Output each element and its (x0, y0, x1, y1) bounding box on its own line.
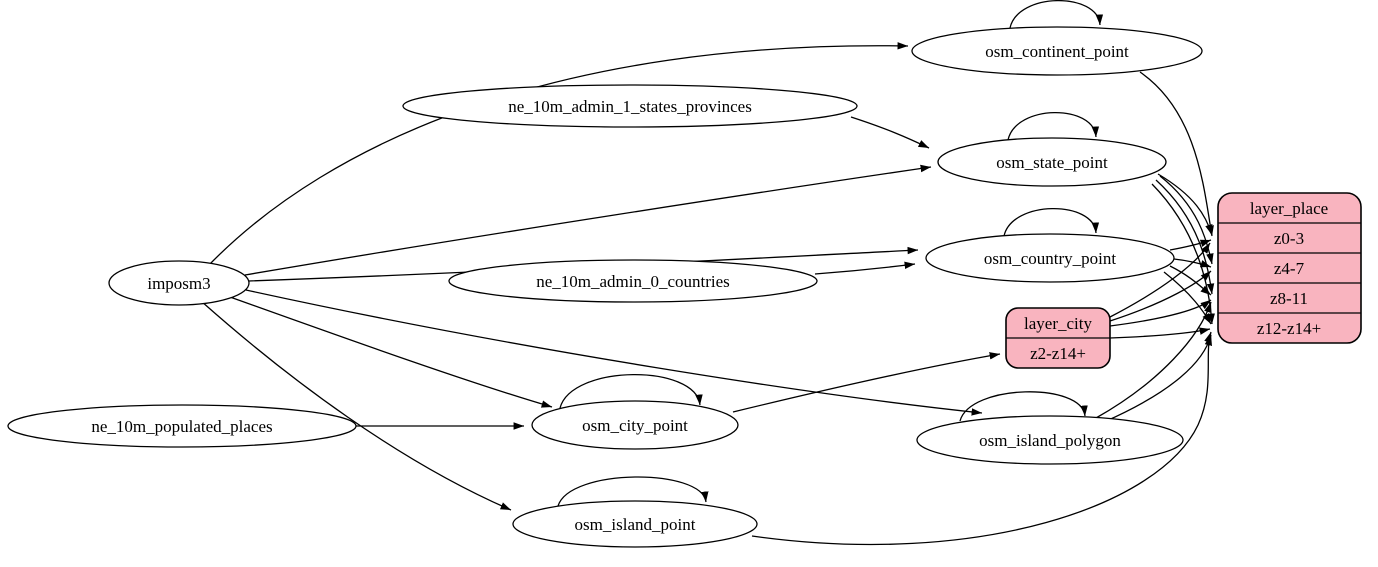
edge-imposm3-osm_city_point (229, 296, 553, 408)
node-ne_10m_admin_1_states_provinces: ne_10m_admin_1_states_provinces (402, 84, 858, 128)
node-osm_island_polygon: osm_island_polygon (916, 415, 1184, 465)
edge-osm_state_point-z4-7 (1159, 175, 1214, 265)
node-osm_continent_point: osm_continent_point (911, 26, 1203, 76)
node-ne_popplaces-label: ne_10m_populated_places (91, 417, 272, 436)
record-layer_place-row-z8-11: z8-11 (1270, 289, 1308, 308)
node-imposm3: imposm3 (108, 260, 250, 306)
record-layer_city-row-z2-z14: z2-z14+ (1030, 344, 1086, 363)
record-layer_city: layer_city z2-z14+ (1005, 307, 1111, 369)
record-layer_place: layer_place z0-3 z4-7 z8-11 z12-z14+ (1217, 192, 1362, 344)
edge-selfloop-osm_country_point (1003, 208, 1100, 237)
record-layer_place-row-z4-7: z4-7 (1274, 259, 1305, 278)
node-osm_city_point: osm_city_point (531, 400, 739, 450)
edge-osm_continent_point-z0-3 (1139, 71, 1214, 237)
node-imposm3-label: imposm3 (147, 274, 210, 293)
edge-layer_city-z12-z14 (1109, 327, 1211, 339)
edge-ne_admin0-osm_country_point (814, 261, 916, 275)
node-osm_island_point: osm_island_point (512, 500, 758, 548)
edge-osm_island_polygon-z8-11 (1095, 301, 1212, 419)
node-osm_country_point-label: osm_country_point (984, 249, 1116, 268)
node-ne_admin0-label: ne_10m_admin_0_countries (536, 272, 730, 291)
edge-osm_country_point-z4-7 (1173, 258, 1212, 268)
edge-selfloop-osm_continent_point (1009, 0, 1104, 29)
edge-layer_city-z8-11 (1109, 299, 1212, 327)
record-layer_place-row-z12-z14: z12-z14+ (1257, 319, 1321, 338)
node-ne_10m_populated_places: ne_10m_populated_places (7, 404, 357, 448)
edge-selfloop-osm_city_point (559, 374, 703, 409)
edge-imposm3-osm_island_polygon (245, 289, 983, 416)
node-ne_10m_admin_0_countries: ne_10m_admin_0_countries (448, 259, 818, 303)
edge-imposm3-osm_state_point (244, 164, 932, 276)
edge-osm_country_point-z0-3 (1169, 239, 1212, 251)
nodes-group: imposm3 ne_10m_admin_1_states_provinces … (7, 26, 1203, 548)
edge-osm_country_point-z12-z14 (1163, 271, 1212, 325)
record-layer_place-title: layer_place (1250, 199, 1328, 218)
edge-selfloop-osm_island_point (557, 476, 709, 507)
edge-osm_city_point-layer_city (732, 352, 1001, 413)
edge-osm_island_polygon-z12-z14 (1103, 334, 1212, 423)
node-osm_city_point-label: osm_city_point (582, 416, 688, 435)
edge-imposm3-osm_continent_point (207, 42, 909, 267)
record-layer_city-title: layer_city (1024, 314, 1092, 333)
edge-osm_country_point-z8-11 (1169, 265, 1212, 296)
node-osm_country_point: osm_country_point (925, 233, 1175, 283)
edge-osm_state_point-z8-11 (1155, 179, 1215, 295)
edge-imposm3-osm_island_point (200, 300, 512, 511)
edge-layer_city-z4-7 (1109, 270, 1212, 322)
node-osm_state_point-label: osm_state_point (996, 153, 1108, 172)
record-layer_place-row-z0-3: z0-3 (1274, 229, 1304, 248)
edge-selfloop-osm_island_polygon (959, 391, 1088, 422)
edge-osm_state_point-z0-3 (1157, 173, 1213, 236)
node-ne_admin1-label: ne_10m_admin_1_states_provinces (508, 97, 752, 116)
node-osm_state_point: osm_state_point (937, 137, 1167, 187)
edge-layer_city-z0-3 (1109, 242, 1211, 318)
edge-osm_island_point-z12-z14 (751, 331, 1212, 546)
node-osm_island_polygon-label: osm_island_polygon (979, 431, 1121, 450)
node-osm_continent_point-label: osm_continent_point (985, 42, 1129, 61)
node-osm_island_point-label: osm_island_point (575, 515, 696, 534)
edge-ne_admin1-osm_state_point (850, 116, 930, 149)
edges-group (200, 0, 1215, 546)
edge-selfloop-osm_state_point (1007, 112, 1100, 141)
